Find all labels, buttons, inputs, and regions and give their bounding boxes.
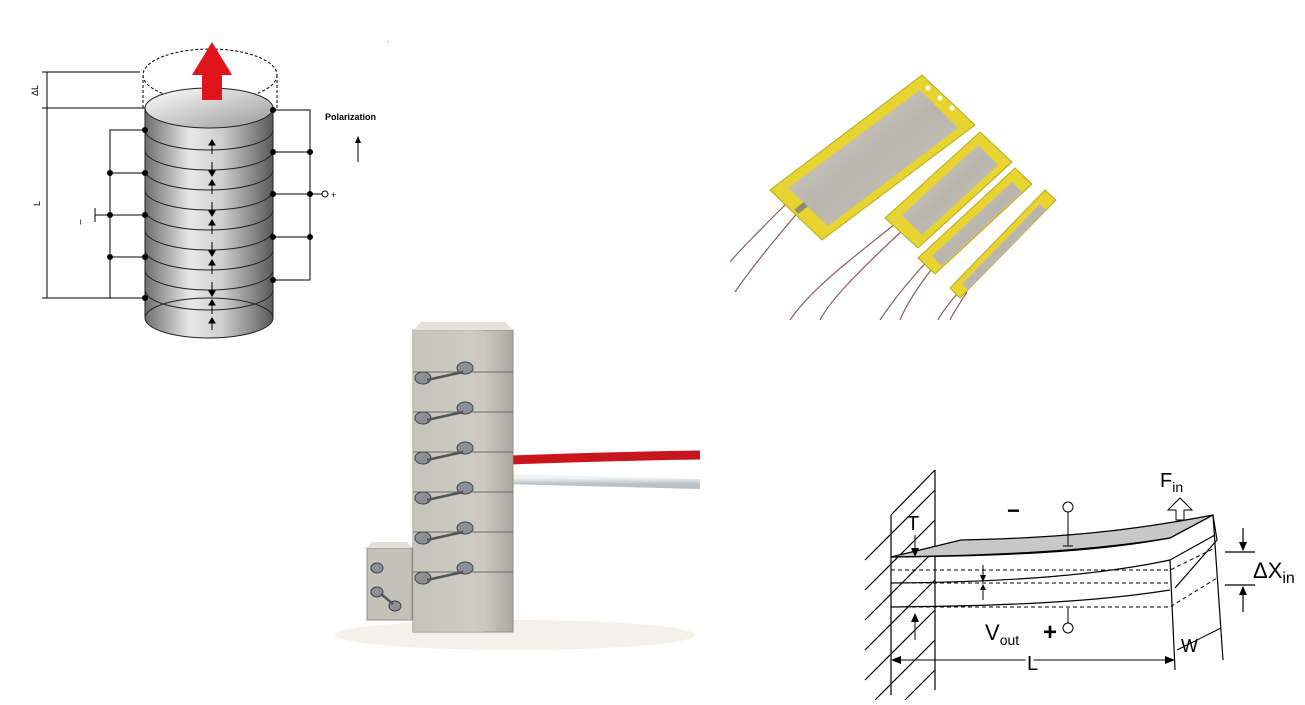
force-label: Fin bbox=[1160, 470, 1183, 495]
terminal-minus: − bbox=[76, 219, 87, 225]
piezo-patch-photo bbox=[729, 70, 1070, 321]
piezo-stack-diagram: ΔL L bbox=[20, 30, 400, 350]
length-label: L bbox=[32, 201, 42, 206]
terminal-plus: + bbox=[331, 190, 336, 200]
piezo-block-illustration bbox=[335, 322, 701, 650]
polarization-arrow-icon bbox=[355, 136, 361, 143]
expansion-arrow-icon bbox=[192, 42, 232, 100]
polarization-label: Polarization bbox=[325, 112, 376, 122]
piezo-bender-diagram: T − Vout + Fin ΔXin bbox=[855, 460, 1300, 701]
deflection-label: ΔXin bbox=[1253, 558, 1295, 587]
piezo-patch-illustration bbox=[729, 74, 1057, 321]
piezo-bender-illustration: T − Vout + Fin ΔXin bbox=[864, 469, 1295, 701]
thickness-label: T bbox=[907, 513, 919, 535]
width-label: W bbox=[1181, 636, 1198, 656]
vout-label: Vout bbox=[985, 620, 1019, 648]
force-arrow-icon bbox=[1166, 497, 1194, 521]
plus-sign: + bbox=[1043, 619, 1057, 646]
piezo-block-photo bbox=[315, 320, 701, 650]
delta-l-label: ΔL bbox=[30, 85, 40, 96]
bender-length-label: L bbox=[1027, 653, 1038, 675]
svg-text:.: . bbox=[387, 38, 389, 44]
minus-sign: − bbox=[1007, 498, 1020, 523]
piezo-stack-illustration: ΔL L bbox=[30, 38, 389, 339]
